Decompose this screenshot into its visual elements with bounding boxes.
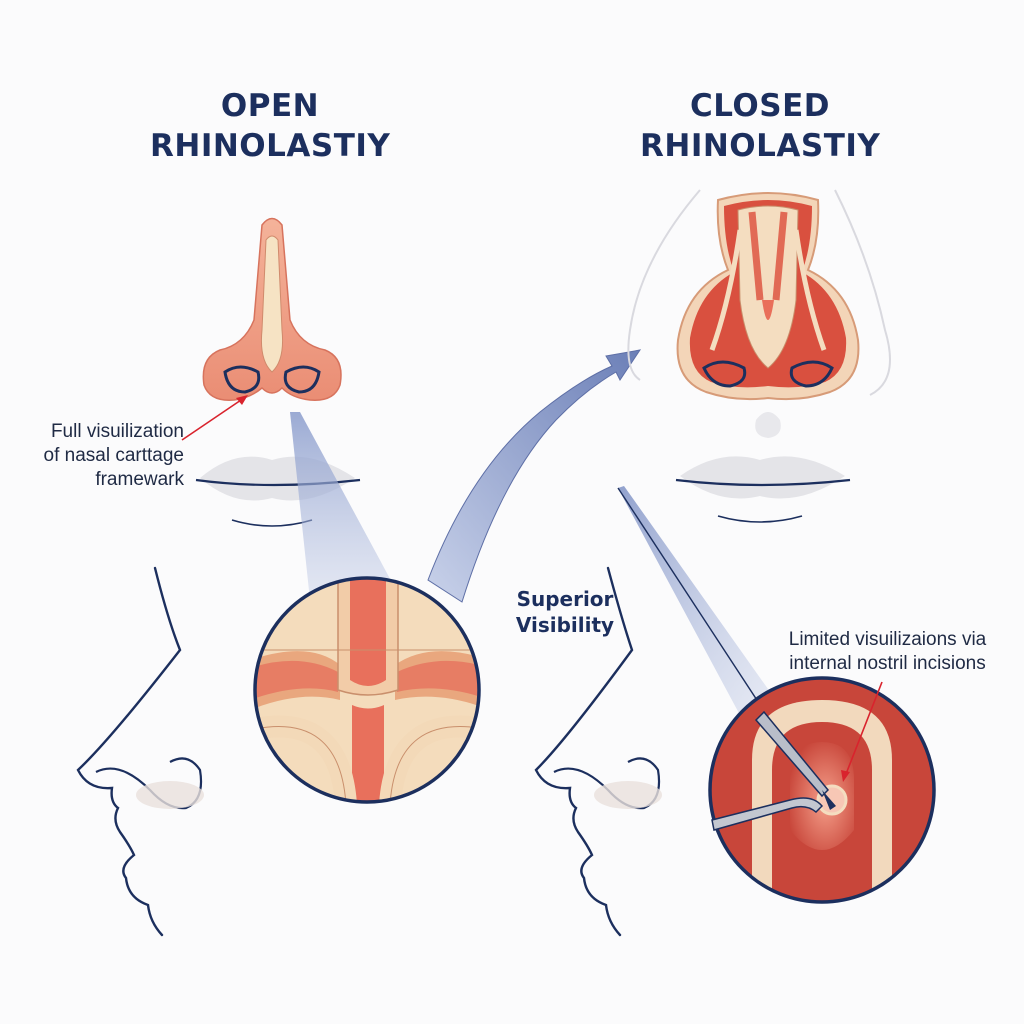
annotation-line: Limited visuilizaions via xyxy=(788,629,987,650)
surgical-instrument-icon xyxy=(711,710,836,831)
title-line-2: RHINOLASTIY xyxy=(150,128,391,164)
visibility-beam-closed xyxy=(618,486,790,730)
annotation-line: internal nostril incisions xyxy=(789,653,986,674)
callout-arrow-open xyxy=(181,395,248,441)
nose-front-icon xyxy=(676,192,860,438)
title-line-2: RHINOLASTIY xyxy=(640,128,881,164)
transition-label-line: Superior xyxy=(516,587,614,611)
title-line-1: CLOSED xyxy=(690,88,830,124)
nose-front-icon xyxy=(202,217,342,401)
transition-label-line: Visibility xyxy=(515,613,615,637)
annotation-line: framewark xyxy=(95,469,184,490)
panel-title-open: OPEN RHINOLASTIY xyxy=(150,86,390,166)
annotation-line: Full visuilization xyxy=(50,421,184,442)
magnifier-circle-icon xyxy=(253,576,481,804)
annotation-closed: Limited visuilizaions via internal nostr… xyxy=(760,628,1015,676)
profile-face-icon xyxy=(76,566,204,937)
face-outline xyxy=(627,189,891,396)
transition-label: Superior Visibility xyxy=(500,586,630,638)
profile-face-icon xyxy=(534,566,662,937)
title-line-1: OPEN xyxy=(220,88,320,124)
annotation-open: Full visuilization of nasal carttage fra… xyxy=(14,420,184,492)
arrow-icon xyxy=(427,349,642,603)
annotation-line: of nasal carttage xyxy=(43,445,184,466)
visibility-beam-open xyxy=(290,412,395,600)
panel-title-closed: CLOSED RHINOLASTIY xyxy=(640,86,880,166)
beam-edge xyxy=(617,487,771,721)
callout-arrow-closed xyxy=(841,681,883,782)
lips-icon xyxy=(675,456,851,523)
